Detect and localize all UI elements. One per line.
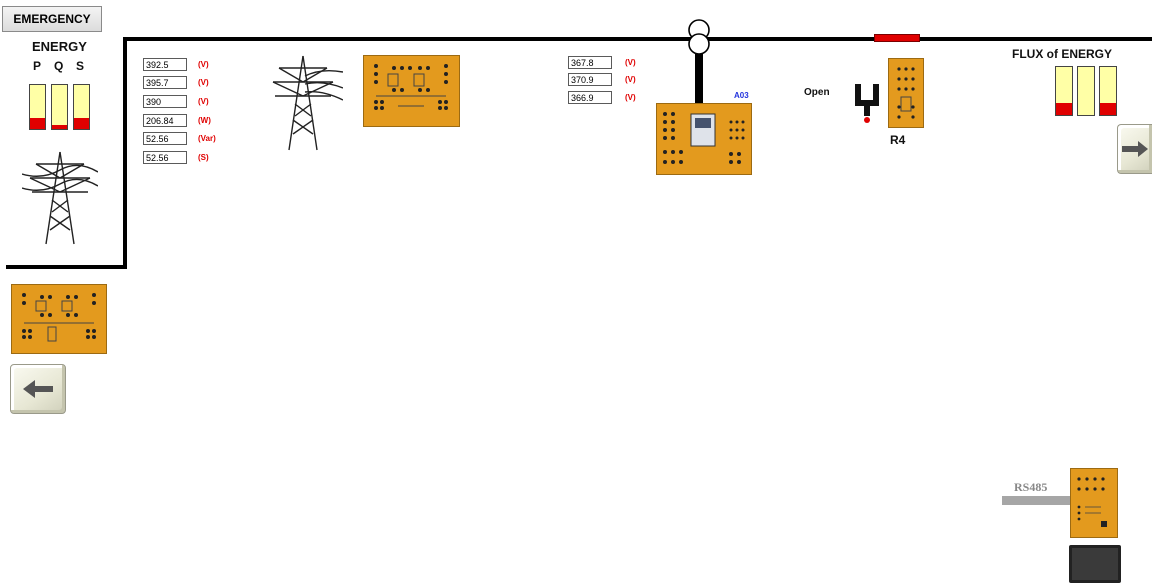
meas-field: 52.56 [143,132,187,145]
meas-field: 390 [143,95,187,108]
meas-field: 366.9 [568,91,612,104]
meas-unit: (Var) [198,134,216,143]
generator-panel[interactable] [11,284,107,354]
flux-title: FLUX of ENERGY [1012,47,1113,61]
busbar-bottom [6,265,127,269]
line-module-panel[interactable] [363,55,460,127]
next-page-button[interactable] [1117,124,1152,174]
meas-unit: (V) [198,78,209,87]
meas-field: 52.56 [143,151,187,164]
rs485-link [1002,496,1070,505]
arrow-left-icon [23,380,53,398]
arrow-right-icon [1122,141,1148,157]
load-label: R4 [890,133,906,147]
flux-bar-s [1099,66,1117,116]
breaker-icon[interactable] [853,82,881,126]
line-section-marker [874,34,920,42]
load-panel[interactable] [888,58,924,128]
meas-field: 367.8 [568,56,612,69]
meas-unit: (V) [198,60,209,69]
rs485-label: RS485 [1014,480,1048,494]
meas-unit: (S) [198,153,209,162]
meas-unit: (V) [625,58,636,67]
meas-unit: (V) [198,97,209,106]
meas-unit: (W) [198,116,211,125]
energy-title: ENERGY [32,39,87,54]
previous-page-button[interactable] [10,364,66,414]
emergency-button[interactable]: EMERGENCY [2,6,102,32]
tower-icon [272,55,343,151]
energy-bar-p [29,84,46,130]
meas-field: 392.5 [143,58,187,71]
energy-bar-s [73,84,90,130]
meas-field: 395.7 [143,76,187,89]
transformer-icon [688,19,710,124]
busbar-top [123,37,1152,41]
meas-field: 206.84 [143,114,187,127]
label-s: S [76,59,85,73]
busbar-vertical [123,37,127,269]
breaker-state: Open [804,87,830,98]
communication-panel[interactable] [1070,468,1118,538]
meas-unit: (V) [625,93,636,102]
tower-icon [22,151,98,245]
flux-bar-q [1077,66,1095,116]
relay-label: A03 [734,91,749,100]
label-q: Q [54,59,64,73]
flux-bar-p [1055,66,1073,116]
energy-bar-q [51,84,68,130]
label-p: P [33,59,42,73]
meas-unit: (V) [625,75,636,84]
relay-panel[interactable] [656,103,752,175]
laptop-icon [1069,545,1121,583]
meas-field: 370.9 [568,73,612,86]
